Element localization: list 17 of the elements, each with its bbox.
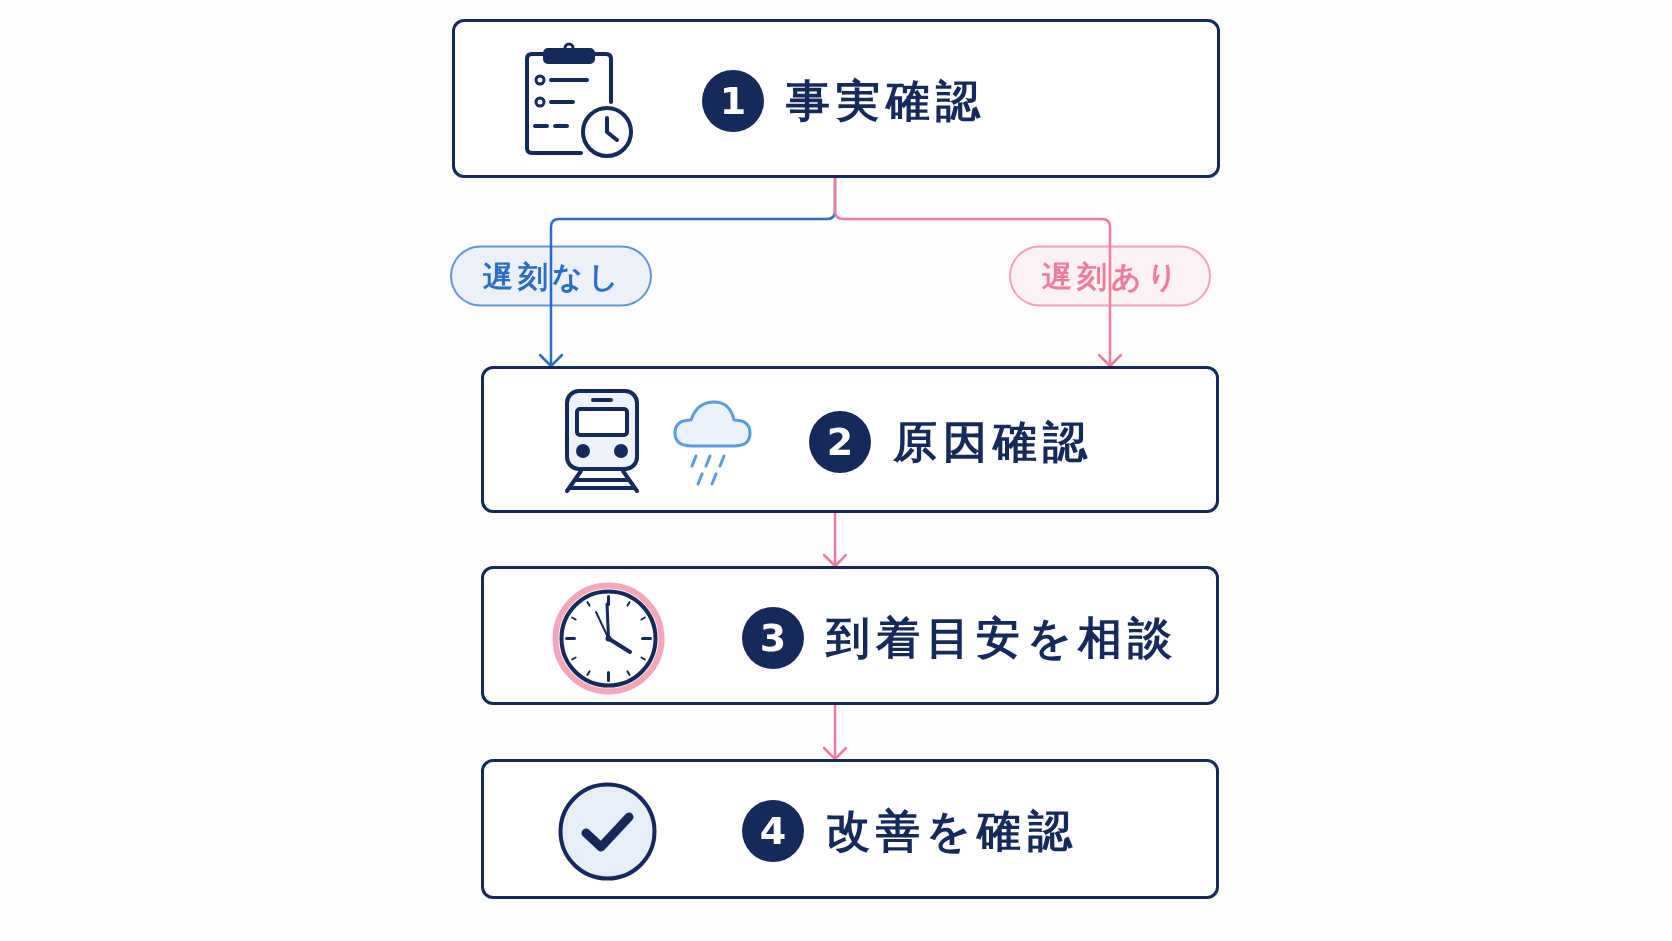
step-number: 2 bbox=[809, 410, 871, 473]
edge-label: 遅刻なし bbox=[450, 245, 652, 307]
step-box bbox=[452, 19, 1220, 178]
step-title: 到着目安を相談 bbox=[826, 615, 1179, 660]
step-title: 事実確認 bbox=[786, 78, 987, 123]
step-box bbox=[481, 366, 1219, 513]
edge-label: 遅刻あり bbox=[1009, 245, 1211, 307]
flow-arrow bbox=[822, 513, 848, 568]
step-box bbox=[481, 566, 1219, 705]
flow-arrow bbox=[822, 705, 848, 761]
step-title: 原因確認 bbox=[893, 419, 1094, 464]
step-box bbox=[481, 759, 1219, 899]
step-number: 4 bbox=[742, 800, 804, 862]
step-number: 3 bbox=[742, 606, 804, 669]
step-title: 改善を確認 bbox=[826, 809, 1078, 853]
step-number: 1 bbox=[702, 69, 764, 132]
flow-arrow bbox=[833, 178, 1123, 368]
